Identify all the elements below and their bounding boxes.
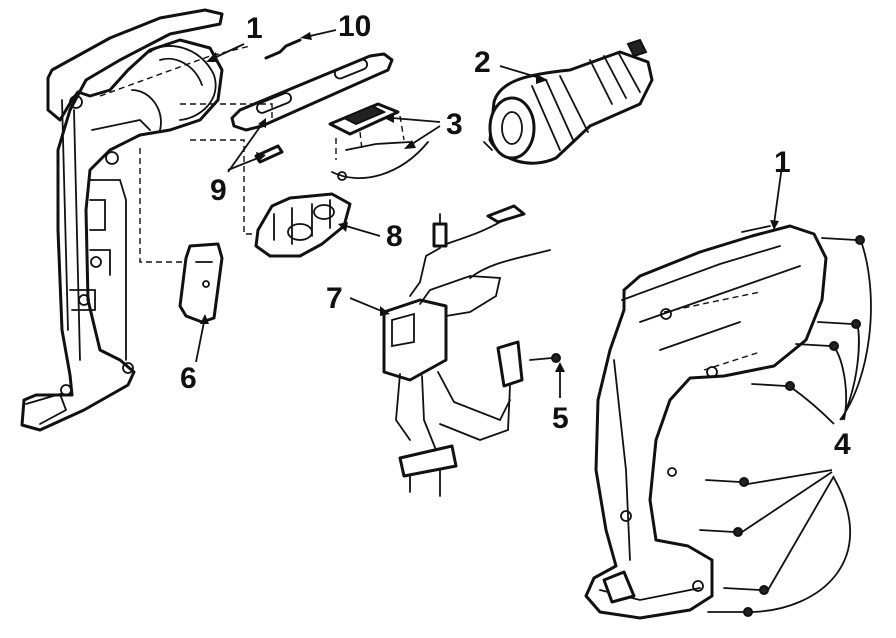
callout-6-side-plate: 6 — [180, 362, 197, 395]
side-plate — [178, 242, 224, 324]
callout-2-motor: 2 — [474, 46, 491, 79]
callout-8-bracket: 8 — [386, 220, 403, 253]
guide-plate — [230, 52, 394, 132]
callout-5-screw: 5 — [552, 402, 569, 435]
housing-screws — [699, 235, 865, 617]
bracket — [254, 192, 352, 258]
callout-10-spring: 10 — [338, 10, 372, 43]
callout-1-right-housing: 1 — [774, 146, 791, 179]
switch-assembly — [382, 204, 551, 497]
callout-1-left-housing: 1 — [246, 12, 263, 45]
housing-right-half — [584, 224, 828, 620]
housing-left-half — [20, 8, 224, 432]
switch-cover — [328, 102, 429, 181]
callout-4-housing-screws: 4 — [834, 428, 851, 461]
screw — [529, 353, 561, 363]
callout-7-switch-assembly: 7 — [326, 282, 343, 315]
assembly-guidelines — [99, 45, 761, 371]
leader-lines — [195, 29, 872, 613]
callout-3-switch-cover: 3 — [446, 108, 463, 141]
motor — [483, 38, 654, 165]
callout-9-pin: 9 — [210, 174, 227, 207]
spring — [264, 38, 302, 60]
